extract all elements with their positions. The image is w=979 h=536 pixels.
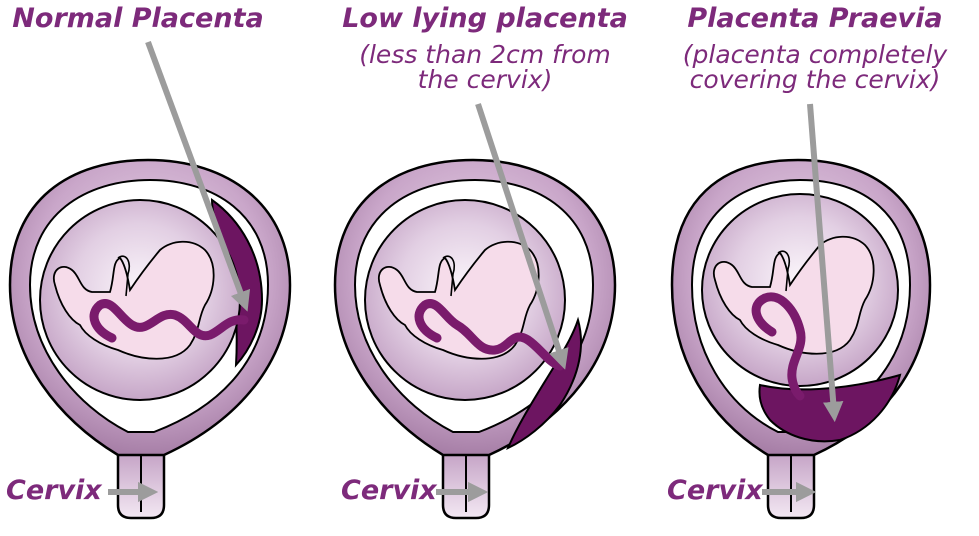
title-low-lying-placenta: Low lying placenta [335, 4, 635, 34]
subtitle-low-lying-line-1: (less than 2cm from [335, 42, 635, 67]
panel-placenta-praevia [672, 104, 930, 518]
subtitle-praevia-line-2: covering the cervix) [660, 67, 970, 92]
panel-normal-placenta [10, 42, 290, 518]
cervix-label-3: Cervix [667, 475, 763, 507]
title-placenta-praevia: Placenta Praevia [660, 4, 970, 34]
subtitle-low-lying-line-2: the cervix) [335, 67, 635, 92]
cervix-label-1: Cervix [6, 475, 102, 507]
subtitle-praevia-line-1: (placenta completely [660, 42, 970, 67]
title-normal-placenta: Normal Placenta [8, 4, 268, 34]
cervix-label-2: Cervix [341, 475, 437, 507]
panel-low-lying-placenta [335, 104, 615, 518]
